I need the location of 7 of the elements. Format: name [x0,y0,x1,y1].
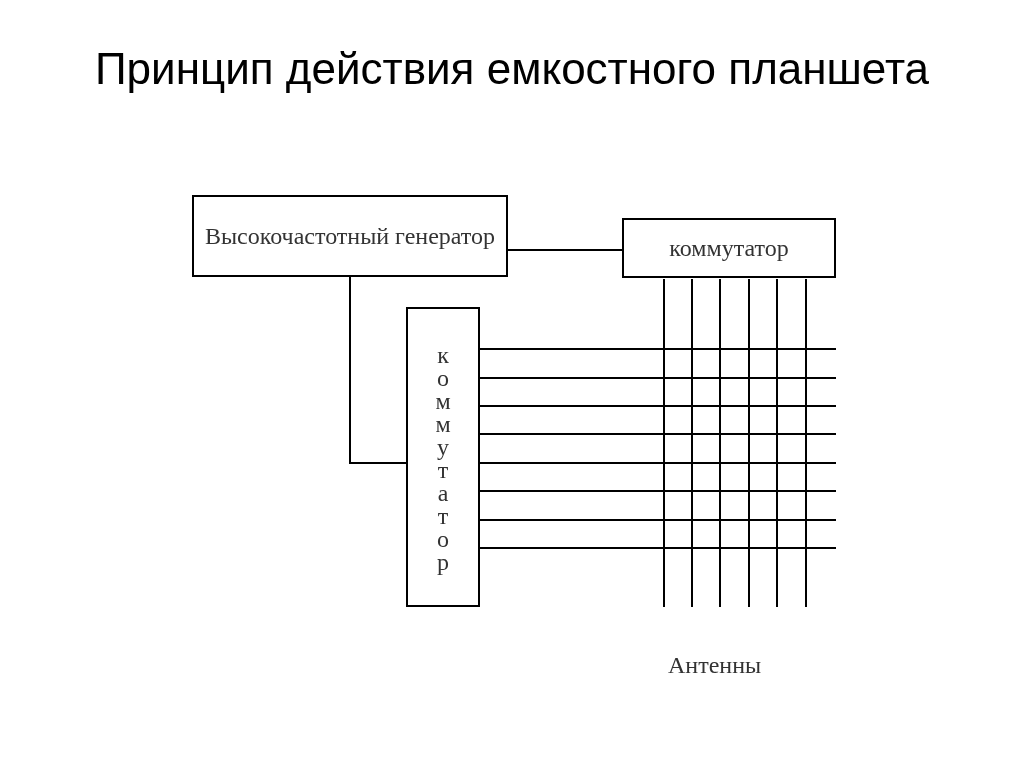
generator-box: Высокочастотный генератор [192,195,508,277]
switch-box: коммутатор [406,307,480,607]
antenna-label: Антенны [668,652,762,679]
connector-line [349,276,407,464]
connector-line [507,249,623,251]
switch-box: коммутатор [622,218,836,278]
title: Принцип действия емкостного планшета [94,43,930,95]
